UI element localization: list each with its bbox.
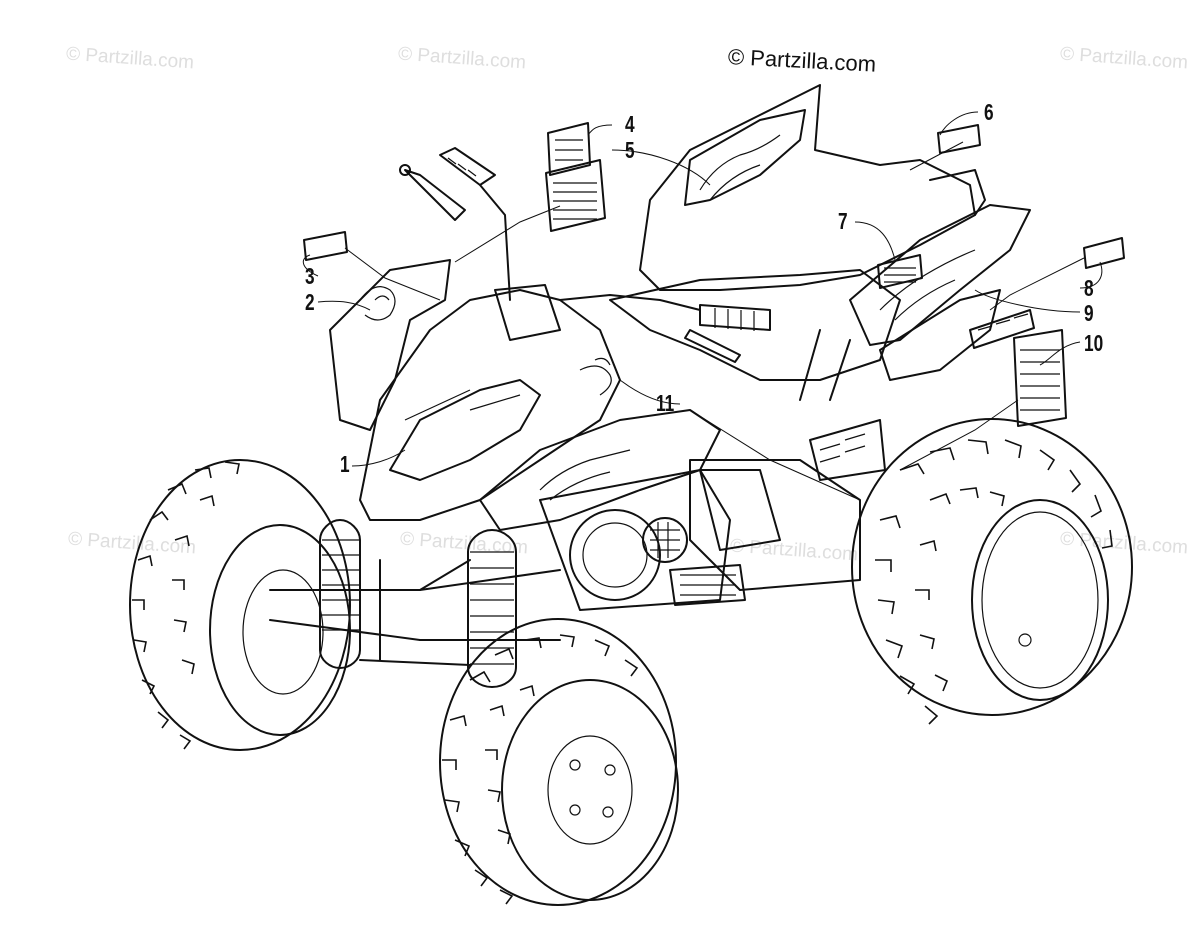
callout-11: 11: [656, 390, 675, 416]
callout-2: 2: [305, 289, 315, 315]
decal-label-plate: [545, 159, 606, 232]
callout-4: 4: [625, 111, 635, 137]
decal-4: [547, 122, 591, 176]
callout-1: 1: [340, 451, 350, 477]
front-body: [329, 259, 721, 531]
callout-9: 9: [1084, 300, 1094, 326]
callout-3: 3: [305, 263, 315, 289]
decal-8: [1083, 237, 1125, 269]
callout-5: 5: [625, 137, 635, 163]
front-left-wheel: [129, 459, 351, 751]
engine: [539, 469, 746, 611]
rear-frame: [689, 329, 886, 591]
rear-right-wheel: [851, 418, 1133, 725]
decal-9: [969, 309, 1035, 349]
front-suspension: [269, 519, 561, 688]
callout-8: 8: [1084, 275, 1094, 301]
seat-tank: [609, 84, 1031, 381]
leader-lines: [302, 84, 1103, 501]
decal-6: [937, 124, 981, 154]
callout-6: 6: [984, 99, 994, 125]
handlebars: [399, 147, 771, 363]
callout-10: 10: [1084, 330, 1104, 356]
decal-3: [303, 231, 348, 261]
callout-7: 7: [838, 208, 848, 234]
front-right-wheel: [439, 618, 679, 906]
decal-7: [877, 254, 923, 289]
decal-10: [1013, 329, 1067, 427]
